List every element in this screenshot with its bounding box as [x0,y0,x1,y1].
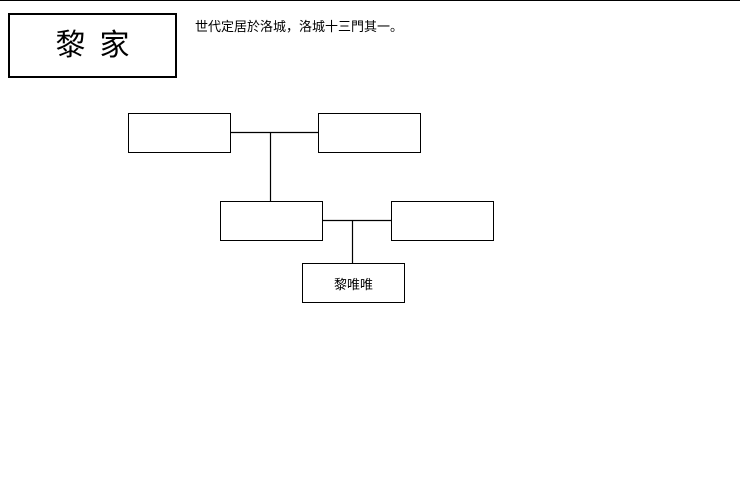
parent-box-2 [391,201,494,241]
child-box: 黎唯唯 [302,263,405,303]
family-description: 世代定居於洛城，洛城十三門其一。 [195,20,404,35]
family-name-box: 黎家 [8,13,177,78]
top-divider [0,0,740,1]
family-name: 黎家 [55,27,144,63]
grandparent-box-2 [318,113,421,153]
parent-box-1 [220,201,323,241]
grandparent-box-1 [128,113,231,153]
